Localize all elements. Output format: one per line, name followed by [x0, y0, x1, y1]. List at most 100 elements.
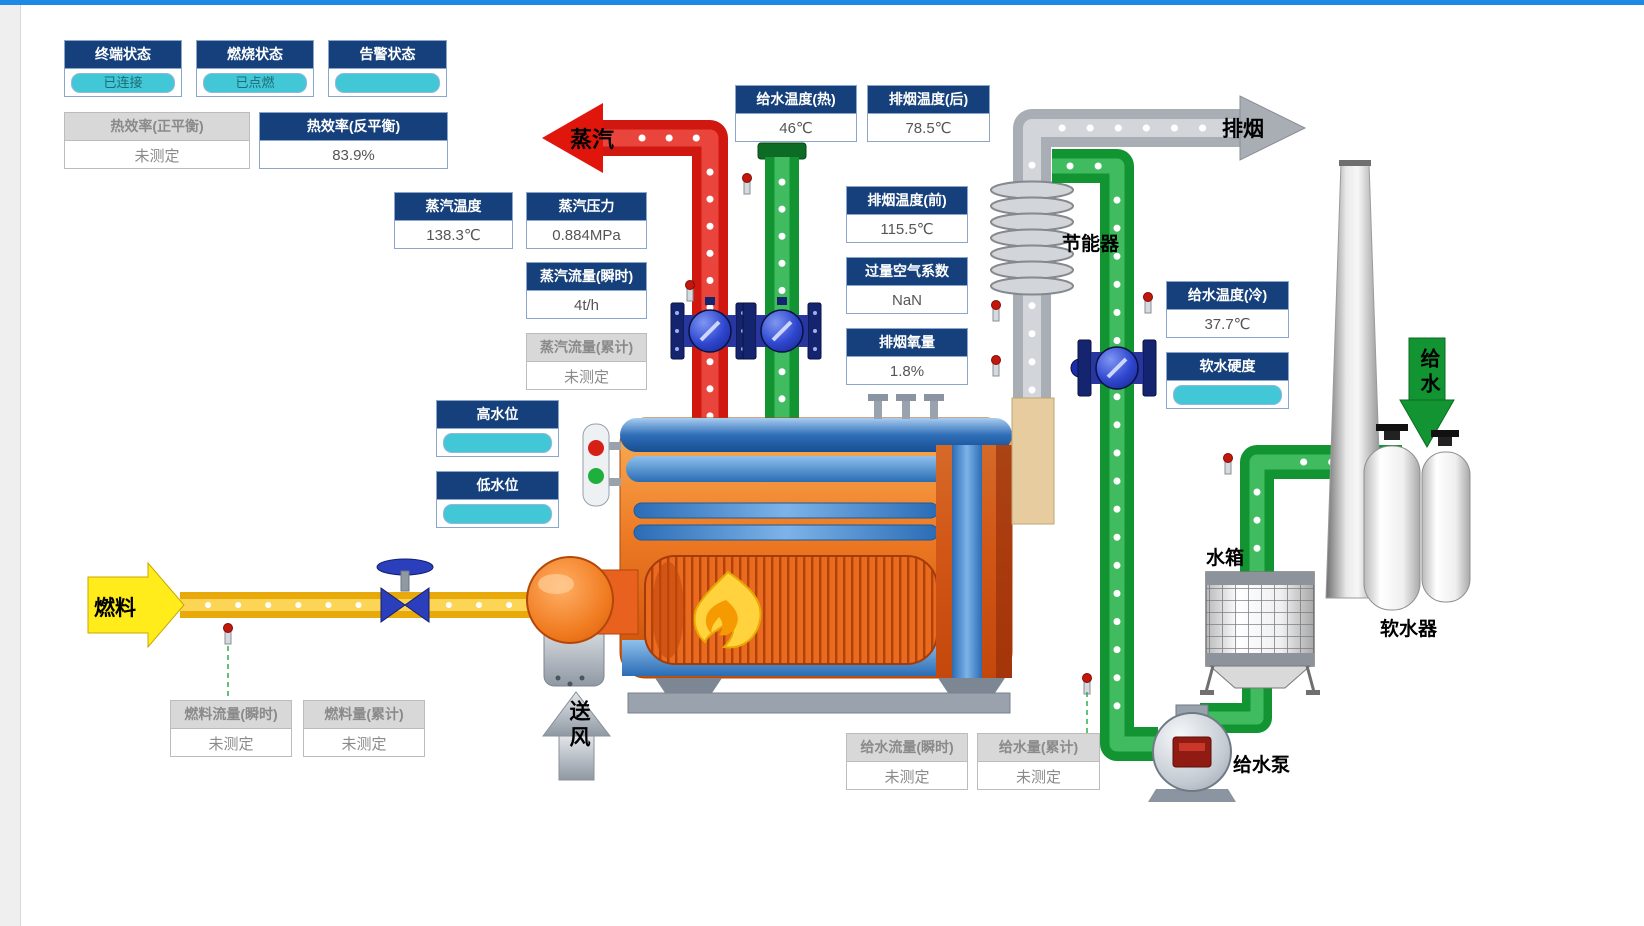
sensor-icons [223, 173, 1233, 695]
panel-efficiency-positive: 热效率(正平衡) 未测定 [64, 112, 250, 169]
panel-flue-temp-front: 排烟温度(前) 115.5℃ [846, 186, 968, 243]
top-accent-bar [0, 0, 1644, 5]
panel-combustion-status-title: 燃烧状态 [197, 41, 313, 69]
panel-terminal-status-title: 终端状态 [65, 41, 181, 69]
panel-flue-oxygen: 排烟氧量 1.8% [846, 328, 968, 385]
panel-feed-temp-hot: 给水温度(热) 46℃ [735, 85, 857, 142]
panel-feed-flow-inst-value: 未测定 [884, 768, 930, 786]
panel-high-water-level: 高水位 [436, 400, 559, 457]
burner [526, 556, 639, 687]
panel-flue-temp-rear: 排烟温度(后) 78.5℃ [867, 85, 990, 142]
high-water-level-indicator [443, 433, 552, 453]
panel-flue-temp-rear-title: 排烟温度(后) [868, 86, 989, 114]
feedwater-arrow [1399, 337, 1455, 449]
panel-low-water-level-title: 低水位 [437, 472, 558, 500]
panel-feed-temp-hot-title: 给水温度(热) [736, 86, 856, 114]
left-margin-strip [0, 5, 21, 926]
terminal-status-indicator: 已连接 [70, 73, 176, 93]
soft-water-hardness-indicator [1173, 385, 1282, 405]
steam-label: 蒸汽 [570, 127, 615, 152]
boiler-base [627, 678, 1011, 714]
panel-feed-total-value: 未测定 [1015, 768, 1061, 786]
panel-efficiency-positive-title: 热效率(正平衡) [65, 113, 249, 141]
panel-flue-temp-front-value: 115.5℃ [880, 221, 934, 238]
panel-alarm-status-title: 告警状态 [329, 41, 446, 69]
panel-steam-flow-total-value: 未测定 [563, 368, 609, 386]
panel-excess-air-value: NaN [891, 291, 922, 309]
low-water-level-indicator [443, 504, 552, 524]
fuel-pipe [87, 561, 545, 649]
flue-arrow [1239, 95, 1307, 161]
level-gauge [582, 423, 621, 507]
panel-efficiency-reverse-value: 83.9% [332, 146, 375, 164]
panel-efficiency-positive-value: 未测定 [134, 147, 180, 165]
feed-pump[interactable] [1148, 704, 1236, 802]
panel-fuel-flow-inst: 燃料流量(瞬时) 未测定 [170, 700, 292, 757]
panel-feed-temp-cold-value: 37.7℃ [1204, 316, 1251, 333]
flue-label: 排烟 [1222, 118, 1264, 141]
vent-stubs [868, 394, 944, 419]
panel-flue-oxygen-value: 1.8% [889, 362, 925, 380]
panel-steam-temp-title: 蒸汽温度 [395, 193, 512, 221]
level-green-indicator [588, 468, 604, 484]
panel-steam-pressure: 蒸汽压力 0.884MPa [526, 192, 647, 249]
panel-flue-oxygen-title: 排烟氧量 [847, 329, 967, 357]
panel-feed-temp-cold: 给水温度(冷) 37.7℃ [1166, 281, 1289, 338]
economizer-label: 节能器 [1062, 234, 1120, 255]
panel-fuel-flow-inst-title: 燃料流量(瞬时) [171, 701, 291, 729]
flue-connection-box [1011, 397, 1055, 525]
panel-feed-temp-cold-title: 给水温度(冷) [1167, 282, 1288, 310]
feedwater-pipe-right [1052, 149, 1158, 761]
panel-flue-temp-rear-value: 78.5℃ [905, 120, 952, 137]
fuel-valve[interactable] [376, 558, 434, 623]
panel-steam-pressure-value: 0.884MPa [552, 226, 621, 244]
panel-flue-temp-front-title: 排烟温度(前) [847, 187, 967, 215]
panel-steam-flow-inst: 蒸汽流量(瞬时) 4t/h [526, 262, 647, 319]
panel-fuel-total-title: 燃料量(累计) [304, 701, 424, 729]
feedwater-valve-right[interactable] [1070, 339, 1157, 397]
boiler [582, 394, 1013, 679]
panel-high-water-level-title: 高水位 [437, 401, 558, 429]
panel-combustion-status: 燃烧状态 已点燃 [196, 40, 314, 97]
panel-fuel-total-value: 未测定 [341, 735, 387, 753]
feed-pump-label: 给水泵 [1233, 755, 1291, 776]
furnace-tube [644, 555, 938, 665]
panel-terminal-status: 终端状态 已连接 [64, 40, 182, 97]
economizer-coil [990, 180, 1074, 296]
panel-efficiency-reverse-title: 热效率(反平衡) [260, 113, 447, 141]
water-softener [1363, 424, 1471, 611]
panel-steam-pressure-title: 蒸汽压力 [527, 193, 646, 221]
panel-steam-flow-inst-value: 4t/h [573, 296, 600, 314]
panel-steam-flow-total: 蒸汽流量(累计) 未测定 [526, 333, 647, 390]
panel-low-water-level: 低水位 [436, 471, 559, 528]
flue-pipe [1013, 95, 1307, 402]
fuel-arrow [87, 561, 185, 649]
alarm-status-indicator [335, 73, 440, 93]
panel-excess-air-title: 过量空气系数 [847, 258, 967, 286]
level-red-indicator [588, 440, 604, 456]
feedwater-valve-left[interactable] [742, 297, 822, 360]
combustion-status-indicator: 已点燃 [202, 73, 308, 93]
air-supply-label: 送风 [567, 700, 590, 752]
air-supply-arrow [542, 691, 612, 781]
steam-arrow [542, 103, 603, 173]
panel-feed-total-title: 给水量(累计) [978, 734, 1099, 762]
panel-alarm-status: 告警状态 [328, 40, 447, 97]
panel-excess-air: 过量空气系数 NaN [846, 257, 968, 314]
panel-steam-temp-value: 138.3℃ [426, 227, 481, 244]
softener-label: 软水器 [1380, 619, 1438, 640]
panel-steam-flow-inst-title: 蒸汽流量(瞬时) [527, 263, 646, 291]
panel-steam-temp: 蒸汽温度 138.3℃ [394, 192, 513, 249]
panel-fuel-flow-inst-value: 未测定 [208, 735, 254, 753]
panel-fuel-total: 燃料量(累计) 未测定 [303, 700, 425, 757]
panel-efficiency-reverse: 热效率(反平衡) 83.9% [259, 112, 448, 169]
feedwater-label: 给水 [1417, 348, 1439, 398]
water-tank [1200, 571, 1320, 695]
panel-soft-water-hardness: 软水硬度 [1166, 352, 1289, 409]
panel-feed-total: 给水量(累计) 未测定 [977, 733, 1100, 790]
water-tank-label: 水箱 [1206, 548, 1245, 569]
panel-feed-flow-inst: 给水流量(瞬时) 未测定 [846, 733, 968, 790]
feedwater-pipe-left [757, 142, 807, 432]
